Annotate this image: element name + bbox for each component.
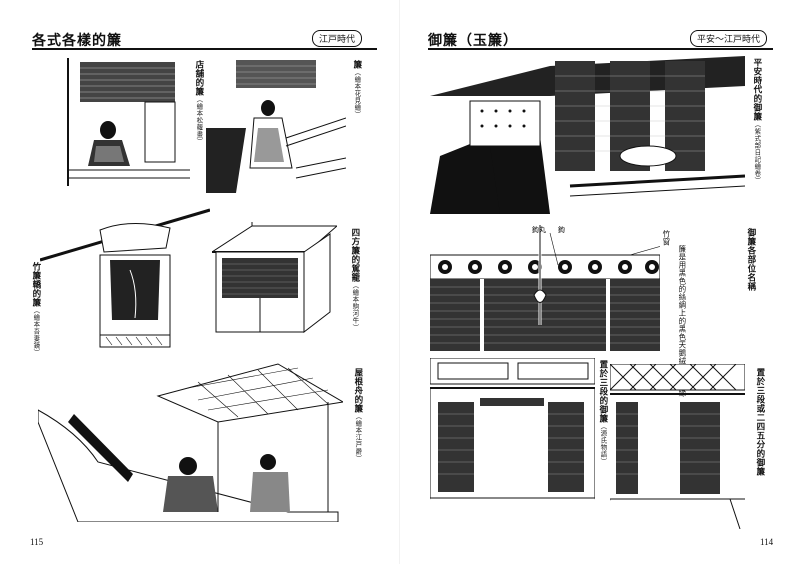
caption-palanquin-open: 竹簾轎的簾（繪本吾妻鏡） (30, 262, 41, 356)
era-badge: 平安〜江戸時代 (690, 30, 768, 47)
illustration-shop-blind (60, 58, 190, 186)
diagram-blind-parts (430, 225, 660, 355)
caption-three-section-blinds: 置於三段的御簾（源氏物語） (597, 360, 608, 465)
label-hook: 鉤 (558, 226, 565, 234)
page-number: 114 (760, 537, 774, 547)
illustration-square-palanquin (212, 222, 337, 342)
caption-lattice-blinds: 置於三段或二四五分的御簾 (754, 368, 765, 476)
caption-heian-blinds: 平安時代的御簾（紫式部日記繪卷） (751, 58, 762, 184)
page-title: 各式各樣的簾 (32, 33, 122, 49)
page-title: 御簾（玉簾） (428, 33, 518, 49)
illustration-veranda-blind (206, 58, 346, 193)
label-bamboo-window: 竹窗 (661, 230, 671, 246)
era-badge: 江戸時代 (312, 30, 363, 47)
caption-square-palanquin: 四方簾的駕籠（繪本駒河牛） (349, 228, 360, 331)
title-rule (428, 48, 773, 50)
label-hook-ball: 鉤丸 (532, 226, 546, 234)
illustration-three-section-blinds (430, 358, 595, 528)
book-gutter (399, 0, 400, 564)
caption-shop-blind: 店舖的簾（繪本松蘿畫） (193, 60, 204, 145)
caption-veranda-blind: 簾（繪本花見繪） (351, 60, 362, 118)
right-page: 御簾（玉簾） 平安〜江戸時代 平 (400, 0, 799, 564)
page-number: 115 (30, 537, 44, 547)
illustration-palanquin-open (40, 200, 210, 360)
illustration-roofed-boat (38, 362, 343, 522)
title-rule (32, 48, 377, 50)
caption-roofed-boat: 屋根舟的簾（繪本江戸爵） (352, 368, 363, 462)
illustration-lattice-blinds (610, 364, 745, 529)
label-blind-edge-note: 簾是用黑色的絲綢上的黑色天鵝絨勾的邊緣 (677, 245, 687, 397)
caption-blind-parts: 御簾各部位名稱 (745, 228, 756, 291)
left-page: 各式各樣的簾 江戸時代 店舖的簾（繪本松蘿畫） (0, 0, 399, 564)
illustration-heian-blinds (430, 56, 745, 214)
